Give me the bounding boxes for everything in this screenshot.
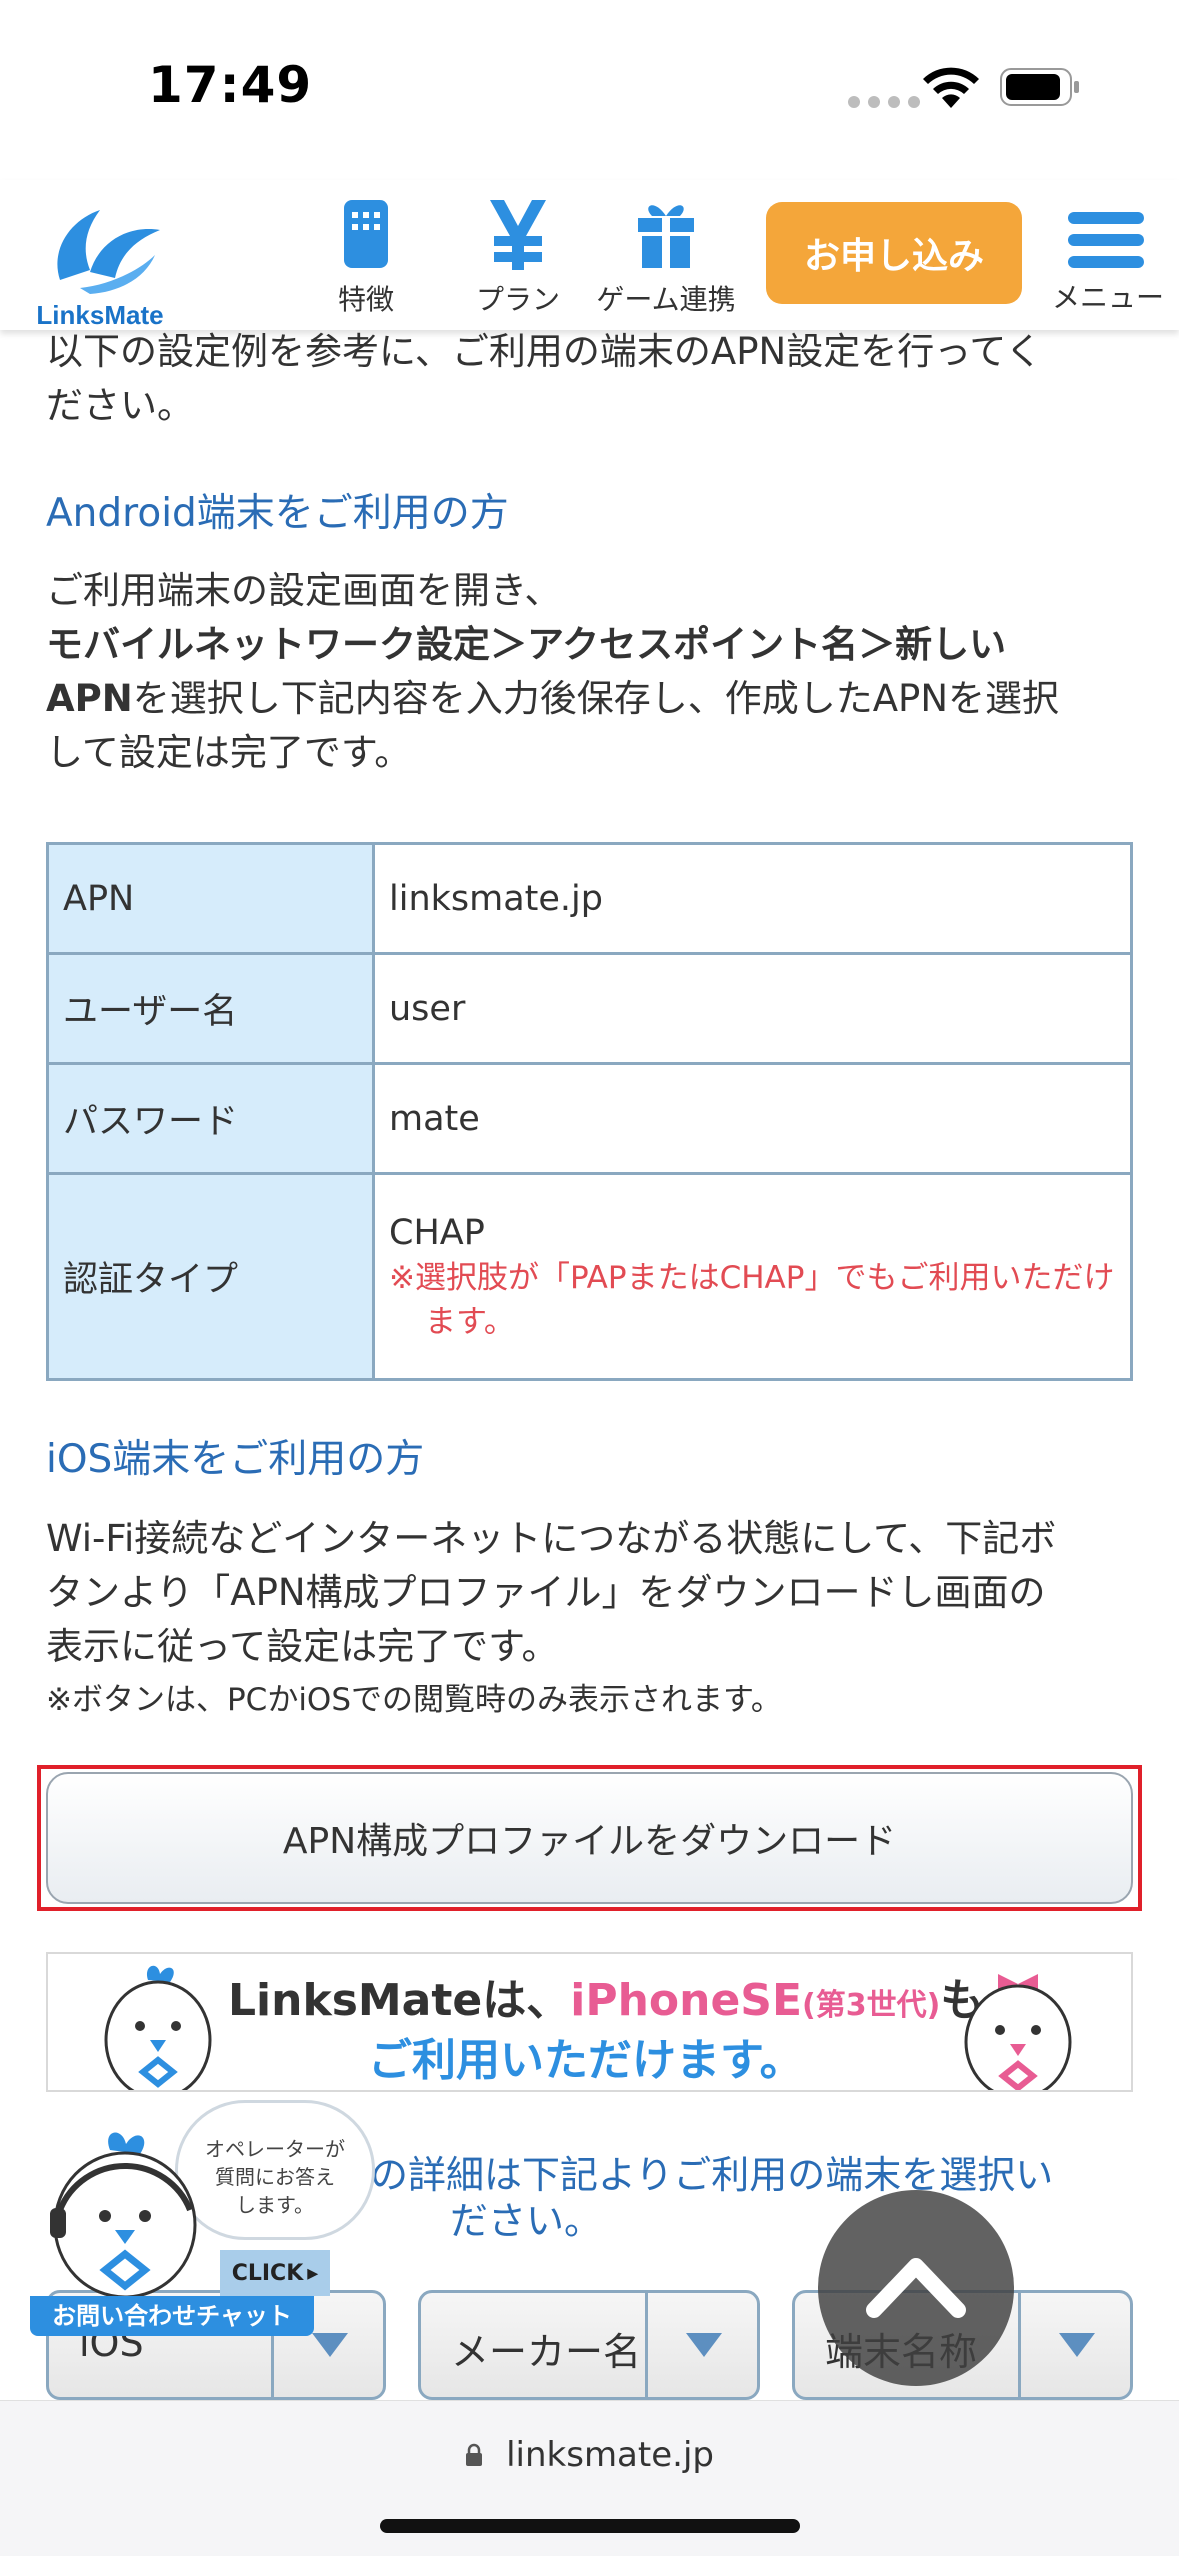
- url-text: linksmate.jp: [506, 2435, 714, 2475]
- logo[interactable]: LinksMate: [20, 200, 180, 330]
- chevron-right-icon: ▸: [307, 2260, 319, 2286]
- download-highlight: [37, 1765, 1142, 1911]
- auth-type-value: CHAP: [389, 1212, 485, 1253]
- nav-game-label: ゲーム連携: [596, 283, 736, 316]
- gift-icon: [638, 205, 694, 268]
- hamburger-icon: [1068, 212, 1144, 268]
- browser-bottom-bar: linksmate.jp: [0, 2400, 1179, 2556]
- table-row: APN linksmate.jp: [46, 842, 1133, 955]
- scroll-to-top-button[interactable]: [818, 2190, 1014, 2386]
- chevron-down-icon: [1059, 2333, 1095, 2357]
- chat-click: CLICK▸: [220, 2250, 330, 2296]
- android-heading: Android端末をご利用の方: [46, 491, 509, 536]
- select-arrow-box: [271, 2293, 383, 2397]
- battery-icon: [1000, 68, 1079, 106]
- menu-label: メニュー: [1051, 281, 1164, 314]
- select-arrow-box: [1018, 2293, 1130, 2397]
- banner-line1: LinksMateは、iPhoneSE(第3世代)も: [228, 1964, 984, 2028]
- cellular-signal-icon: [848, 96, 920, 108]
- lock-icon: [466, 2443, 482, 2466]
- chat-bubble: オペレーターが 質問にお答え します。: [175, 2100, 375, 2240]
- intro-line: ださい。: [46, 384, 194, 427]
- android-instructions: ご利用端末の設定画面を開き、 モバイルネットワーク設定＞アクセスポイント名＞新し…: [46, 564, 1136, 780]
- table-row: パスワード mate: [46, 1062, 1133, 1175]
- ios-line: 表示に従って設定は完了です。: [46, 1625, 559, 1668]
- ios-line: Wi-Fi接続などインターネットにつながる状態にして、下記ボ: [46, 1517, 1057, 1560]
- logo-text: LinksMate: [36, 300, 164, 330]
- table-row: ユーザー名 user: [46, 952, 1133, 1065]
- password-value: mate: [372, 1062, 1133, 1175]
- apn-key: APN: [46, 842, 375, 955]
- status-bar: 17:49: [0, 0, 1179, 180]
- yen-icon: [490, 200, 546, 270]
- chat-bubble-line: オペレーターが: [205, 2137, 345, 2161]
- table-row: 認証タイプ CHAP ※選択肢が「PAPまたはCHAP」でもご利用いただけます。: [46, 1172, 1133, 1381]
- home-indicator: [380, 2519, 800, 2533]
- download-apn-profile-button[interactable]: APN構成プロファイルをダウンロード: [46, 1772, 1133, 1904]
- nav-features[interactable]: 特徴: [296, 198, 436, 318]
- password-key: パスワード: [46, 1062, 375, 1175]
- username-key: ユーザー名: [46, 952, 375, 1065]
- chat-click-text: CLICK: [231, 2260, 304, 2286]
- phone-icon: [344, 200, 388, 268]
- banner-line2: ご利用いただけます。: [368, 2035, 804, 2086]
- chick-mascot-pink-icon: [964, 1974, 1072, 2090]
- apn-value: linksmate.jp: [372, 842, 1133, 955]
- nav-plan-label: プラン: [475, 283, 560, 316]
- ios-note: ※ボタンは、PCかiOSでの閲覧時のみ表示されます。: [46, 1682, 782, 1718]
- device-select-text: の詳細は下記よりご利用の端末を選択い ださい。: [370, 2152, 1110, 2244]
- auth-type-cell: CHAP ※選択肢が「PAPまたはCHAP」でもご利用いただけます。: [372, 1172, 1133, 1381]
- maker-select[interactable]: メーカー名: [418, 2290, 760, 2400]
- chat-bubble-line: します。: [236, 2193, 314, 2217]
- intro-line: 以下の設定例を参考に、ご利用の端末のAPN設定を行ってく: [46, 330, 1043, 373]
- logo-wing-icon: [57, 210, 160, 294]
- chick-mascot-icon: [104, 1965, 212, 2090]
- nav-game[interactable]: ゲーム連携: [596, 198, 736, 318]
- intro-text: 以下の設定例を参考に、ご利用の端末のAPN設定を行ってく ださい。: [46, 325, 1136, 433]
- device-line: ださい。: [450, 2199, 603, 2243]
- chat-label: お問い合わせチャット: [30, 2296, 314, 2336]
- android-line: APNを選択し下記内容を入力後保存し、作成したAPNを選択: [46, 672, 1136, 726]
- android-apn-bold: APN: [46, 677, 133, 720]
- chevron-down-icon: [686, 2333, 722, 2357]
- status-time: 17:49: [148, 56, 313, 114]
- banner-generation: (第3世代): [802, 1988, 941, 2023]
- ios-instructions: Wi-Fi接続などインターネットにつながる状態にして、下記ボ タンより「APN構…: [46, 1512, 1136, 1674]
- apply-button[interactable]: お申し込み: [766, 202, 1022, 304]
- ios-line: タンより「APN構成プロファイル」をダウンロードし画面の: [46, 1571, 1046, 1614]
- chat-bubble-line: 質問にお答え: [215, 2165, 335, 2189]
- maker-select-value: メーカー名: [451, 2330, 642, 2374]
- auth-type-key: 認証タイプ: [46, 1172, 375, 1381]
- chevron-down-icon: [312, 2333, 348, 2357]
- chat-chick-icon: [50, 2132, 197, 2299]
- banner-iphone: iPhoneSE: [570, 1975, 803, 2026]
- android-line: して設定は完了です。: [46, 731, 412, 774]
- auth-type-note: ※選択肢が「PAPまたはCHAP」でもご利用いただけます。: [389, 1259, 1115, 1340]
- nav-plan[interactable]: プラン: [448, 198, 588, 318]
- iphone-se-banner[interactable]: LinksMateは、iPhoneSE(第3世代)も ご利用いただけます。: [46, 1952, 1133, 2092]
- android-path: モバイルネットワーク設定＞アクセスポイント名＞新しい: [46, 623, 1007, 666]
- android-line-rest: を選択し下記内容を入力後保存し、作成したAPNを選択: [132, 677, 1060, 720]
- address-bar[interactable]: linksmate.jp: [0, 2435, 1179, 2475]
- menu-button[interactable]: メニュー: [1050, 206, 1166, 316]
- ios-heading: iOS端末をご利用の方: [46, 1437, 425, 1482]
- nav-features-label: 特徴: [337, 283, 394, 316]
- chevron-up-icon: [866, 2258, 966, 2318]
- apn-settings-table: APN linksmate.jp ユーザー名 user パスワード mate 認…: [46, 842, 1133, 1381]
- banner-text: LinksMateは、: [228, 1975, 571, 2026]
- wifi-icon: [923, 67, 979, 108]
- select-arrow-box: [645, 2293, 757, 2397]
- username-value: user: [372, 952, 1133, 1065]
- site-header: LinksMate 特徴 プラン ゲーム連携 お申: [0, 180, 1179, 330]
- android-line: ご利用端末の設定画面を開き、: [46, 569, 562, 612]
- device-line: の詳細は下記よりご利用の端末を選択い: [370, 2153, 1054, 2197]
- chat-widget[interactable]: オペレーターが 質問にお答え します。 CLICK▸ お問い合わせチャット: [30, 2100, 375, 2336]
